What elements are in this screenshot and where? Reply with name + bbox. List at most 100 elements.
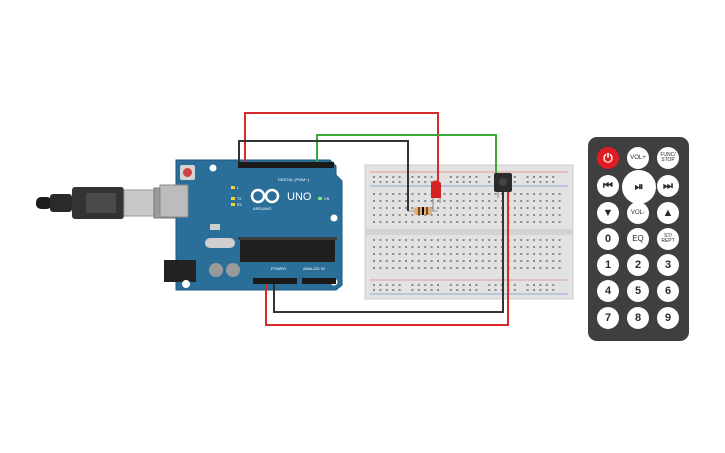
breadboard-hole — [379, 253, 382, 255]
breadboard-hole — [392, 200, 395, 202]
breadboard-hole — [411, 284, 414, 286]
breadboard-hole — [513, 193, 516, 195]
breadboard-hole — [520, 221, 523, 223]
breadboard-hole — [417, 193, 420, 195]
number-4-button[interactable]: 4 — [597, 280, 619, 302]
breadboard-hole — [417, 267, 420, 269]
breadboard-hole — [398, 200, 401, 202]
breadboard-hole — [558, 221, 561, 223]
breadboard-hole — [398, 284, 401, 286]
breadboard-hole — [456, 214, 459, 216]
breadboard-hole — [456, 289, 459, 291]
breadboard-hole — [481, 214, 484, 216]
breadboard-hole — [545, 200, 548, 202]
breadboard-hole — [424, 176, 427, 178]
breadboard-hole — [379, 246, 382, 248]
number-6-button[interactable]: 6 — [657, 280, 679, 302]
breadboard-hole — [462, 246, 465, 248]
breadboard-hole — [513, 181, 516, 183]
breadboard-hole — [539, 193, 542, 195]
breadboard-hole — [545, 253, 548, 255]
up-button[interactable]: ▲ — [657, 202, 679, 224]
breadboard-hole — [494, 200, 497, 202]
breadboard-hole — [373, 200, 375, 202]
breadboard-hole — [475, 176, 478, 178]
breadboard-hole — [398, 193, 401, 195]
breadboard-hole — [513, 253, 516, 255]
breadboard-hole — [520, 200, 523, 202]
down-button[interactable]: ▼ — [597, 202, 619, 224]
breadboard-hole — [373, 221, 375, 223]
number-8-button[interactable]: 8 — [627, 307, 649, 329]
breadboard-hole — [392, 181, 395, 183]
svg-text:TX: TX — [237, 197, 242, 201]
play-pause-icon: ⏯ — [634, 180, 644, 193]
breadboard-hole — [545, 221, 548, 223]
number-0-button[interactable]: 0 — [597, 228, 619, 250]
breadboard-hole — [424, 193, 427, 195]
breadboard-hole — [475, 260, 478, 262]
breadboard-hole — [430, 181, 433, 183]
vol-up-button[interactable]: VOL+ — [627, 147, 649, 169]
breadboard-hole — [526, 284, 529, 286]
power-button[interactable]: ⏻ — [597, 147, 619, 169]
breadboard-hole — [398, 267, 401, 269]
breadboard-hole — [526, 260, 529, 262]
breadboard-hole — [475, 214, 478, 216]
breadboard-hole — [462, 239, 465, 241]
func-stop-button[interactable]: FUNC/ STOP — [657, 147, 679, 169]
breadboard-hole — [494, 253, 497, 255]
breadboard-hole — [437, 267, 439, 269]
number-1-button[interactable]: 1 — [597, 254, 619, 276]
breadboard-hole — [488, 246, 491, 248]
number-9-button[interactable]: 9 — [657, 307, 679, 329]
breadboard-hole — [411, 176, 414, 178]
number-5-button[interactable]: 5 — [627, 280, 649, 302]
number-7-button[interactable]: 7 — [597, 307, 619, 329]
play-pause-button[interactable]: ⏯ — [628, 176, 650, 198]
breadboard-hole — [424, 239, 427, 241]
breadboard-hole — [405, 207, 407, 209]
breadboard-hole — [405, 200, 407, 202]
breadboard-hole — [411, 253, 414, 255]
breadboard-hole — [539, 176, 542, 178]
breadboard-hole — [373, 239, 375, 241]
breadboard-hole — [462, 253, 465, 255]
breadboard-hole — [545, 207, 548, 209]
prev-button[interactable]: ⏮ — [597, 175, 619, 197]
breadboard-hole — [488, 193, 491, 195]
breadboard-hole — [469, 176, 471, 178]
number-2-button[interactable]: 2 — [627, 254, 649, 276]
breadboard-hole — [526, 253, 529, 255]
triangle-down-icon: ▼ — [602, 206, 614, 219]
breadboard-hole — [533, 246, 535, 248]
breadboard-hole — [385, 239, 388, 241]
eq-button[interactable]: EQ — [627, 228, 649, 250]
breadboard-hole — [552, 193, 555, 195]
breadboard-hole — [411, 267, 414, 269]
breadboard-hole — [417, 260, 420, 262]
breadboard-hole — [469, 267, 471, 269]
st-rept-button[interactable]: ST/ REPT — [657, 228, 679, 250]
breadboard-hole — [513, 260, 516, 262]
breadboard-hole — [437, 246, 439, 248]
breadboard-hole — [437, 221, 439, 223]
breadboard-hole — [520, 193, 523, 195]
arduino-board: UNO ARDUINO DIGITAL (PWM~) POWER ANALOG … — [159, 159, 343, 291]
crystal — [205, 238, 235, 248]
breadboard-hole — [392, 246, 395, 248]
breadboard-hole — [481, 246, 484, 248]
number-3-button[interactable]: 3 — [657, 254, 679, 276]
power-icon: ⏻ — [603, 151, 613, 165]
breadboard-hole — [373, 253, 375, 255]
capacitor — [209, 263, 223, 277]
breadboard-hole — [405, 267, 407, 269]
breadboard-hole — [526, 246, 529, 248]
breadboard-hole — [533, 253, 535, 255]
breadboard-hole — [449, 246, 452, 248]
vol-down-button[interactable]: VOL- — [627, 202, 649, 224]
breadboard-hole — [449, 221, 452, 223]
next-button[interactable]: ⏭ — [657, 175, 679, 197]
breadboard-hole — [443, 253, 446, 255]
